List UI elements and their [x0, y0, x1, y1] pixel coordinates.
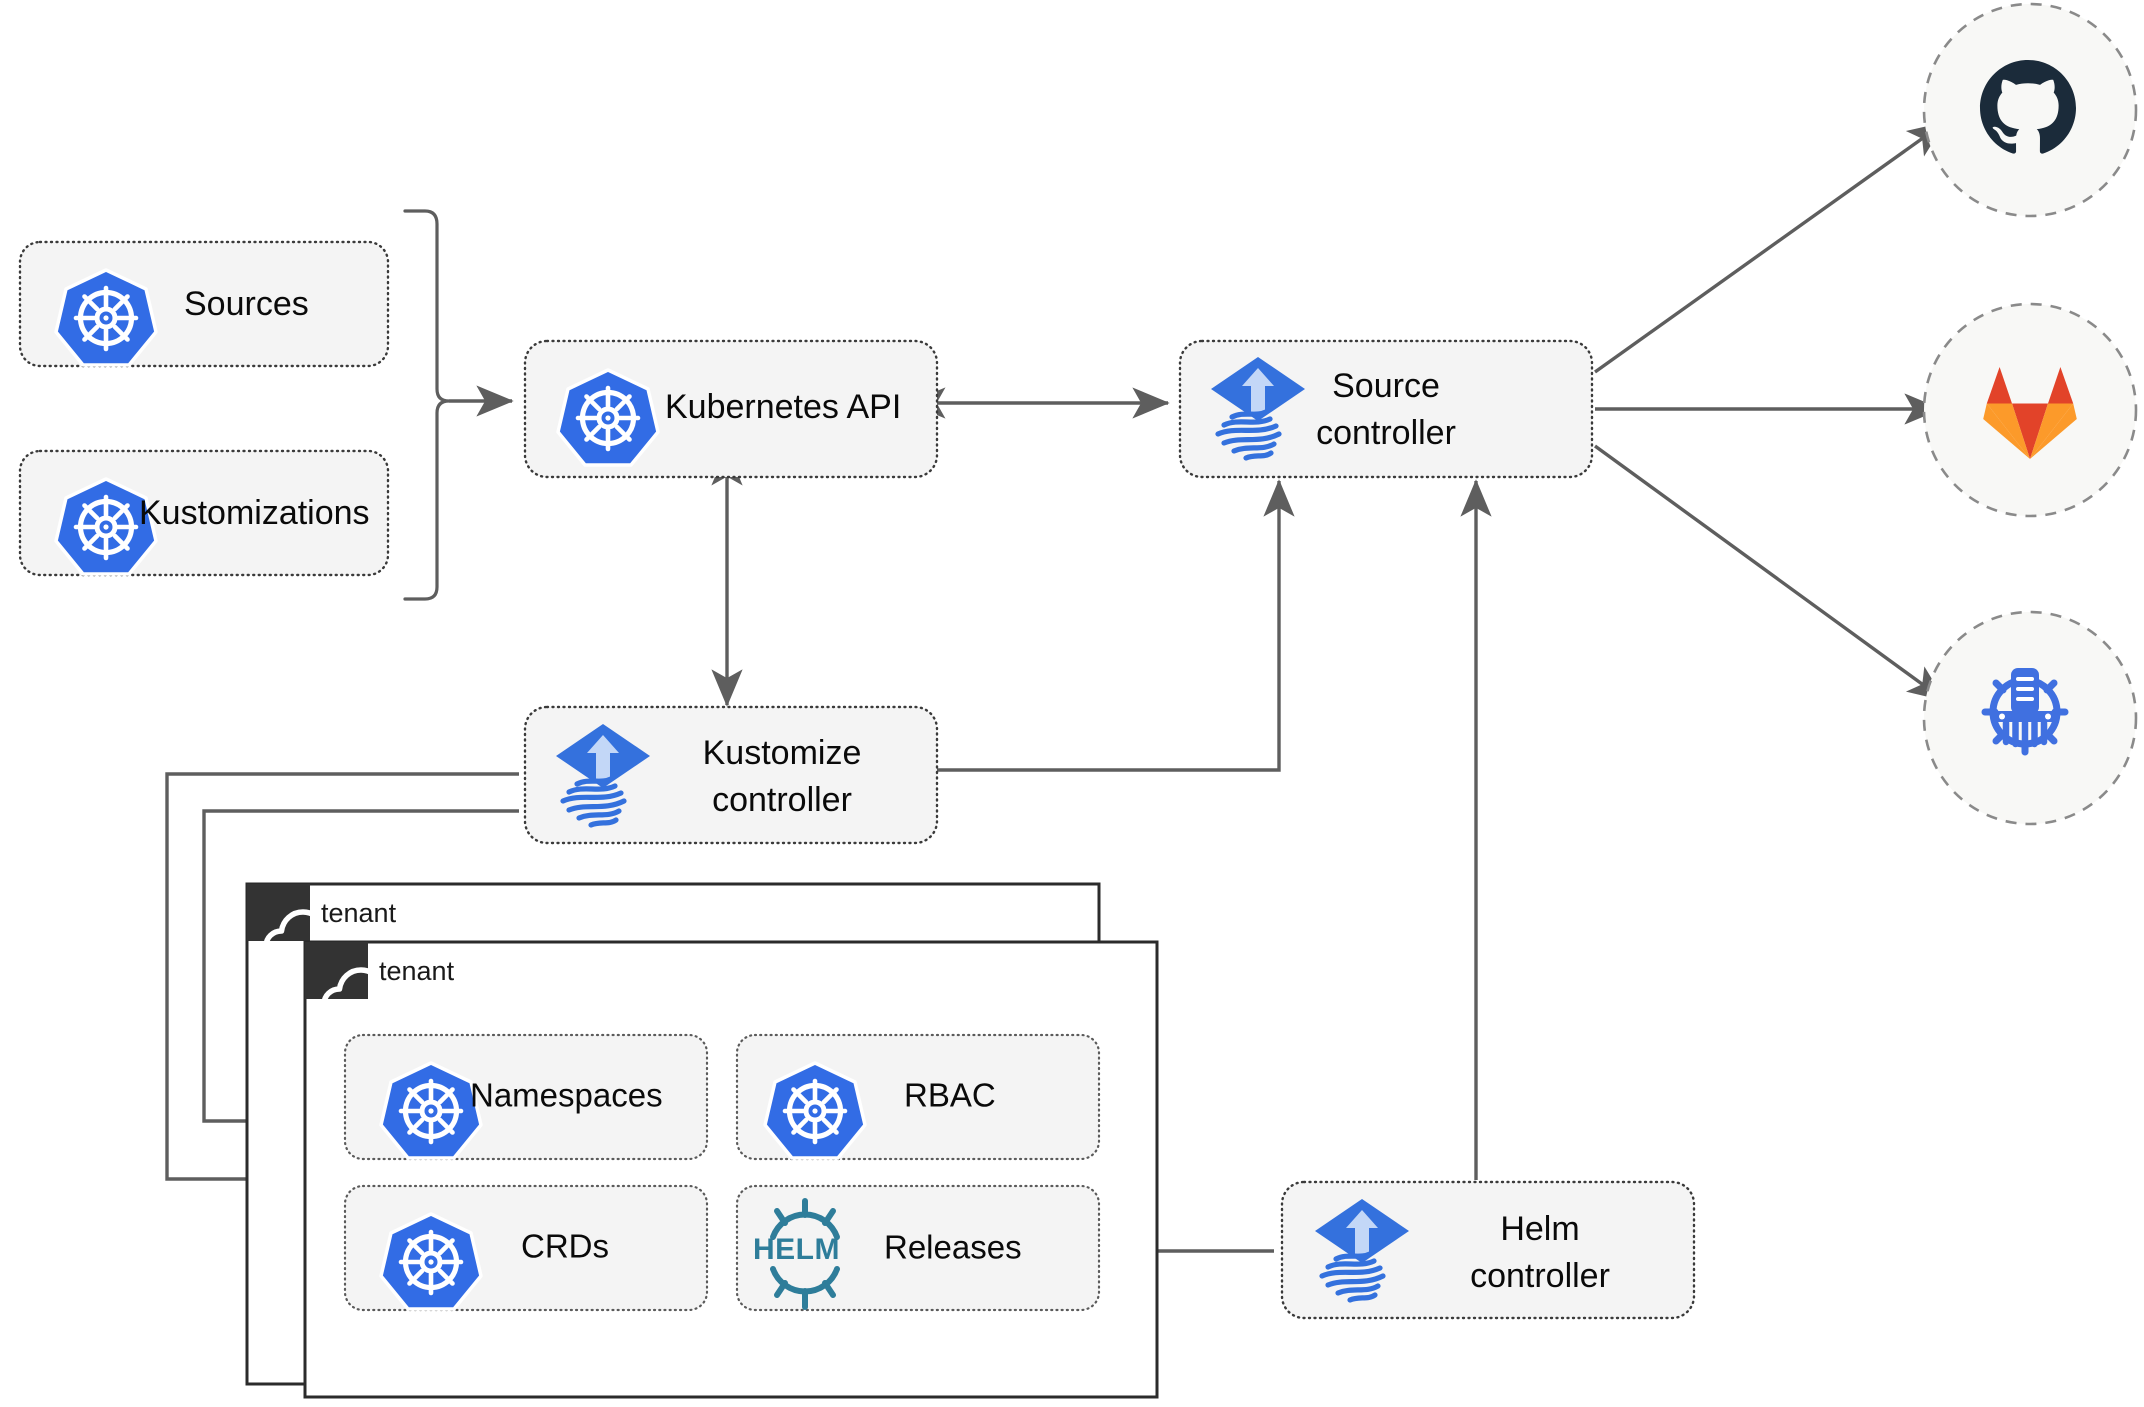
edge-source-to-github — [1594, 121, 1946, 374]
helm-repository-icon — [1985, 668, 2065, 752]
node-label-kustomize-controller-line2: controller — [712, 781, 852, 819]
tenant-container-front[interactable]: tenant — [303, 940, 1159, 1399]
edge-kustomize-to-source-controller — [937, 479, 1295, 772]
helm-wordmark: HELM — [753, 1233, 840, 1266]
tenant-resource-label: RBAC — [904, 1077, 996, 1114]
tenant-resource-label: Releases — [884, 1229, 1022, 1266]
node-helm-controller[interactable]: Helm controller — [1280, 1180, 1696, 1320]
tenant-resource-rbac[interactable]: RBAC — [735, 1033, 1101, 1159]
tenant-label-back: tenant — [321, 898, 397, 928]
tenant-resource-label: CRDs — [521, 1228, 609, 1265]
tenant-label-front: tenant — [379, 956, 455, 986]
edge-source-to-helm-repository — [1593, 444, 1946, 702]
tenant-resource-namespaces[interactable]: Namespaces — [343, 1033, 709, 1159]
tenant-resource-releases[interactable]: HELM Releases — [735, 1184, 1101, 1312]
node-label-source-controller-line1: Source — [1332, 367, 1440, 405]
resource-label-sources: Sources — [184, 285, 309, 323]
sources-bracket — [403, 209, 450, 601]
provider-github[interactable] — [1922, 2, 2138, 218]
node-source-controller[interactable]: Source controller — [1178, 339, 1594, 479]
node-label-helm-controller-line1: Helm — [1500, 1210, 1579, 1248]
tenant-resource-label: Namespaces — [470, 1077, 663, 1114]
resource-kustomizations[interactable]: Kustomizations — [18, 449, 390, 575]
edge-kustomize-to-tenant-back — [165, 772, 519, 1195]
node-label-helm-controller-line2: controller — [1470, 1257, 1610, 1295]
tenant-resource-crds[interactable]: CRDs — [343, 1184, 709, 1310]
node-label-kubernetes-api: Kubernetes API — [665, 388, 901, 426]
resource-sources[interactable]: Sources — [18, 240, 390, 366]
node-kustomize-controller[interactable]: Kustomize controller — [523, 705, 939, 845]
provider-helm-repository[interactable] — [1922, 610, 2138, 826]
provider-gitlab[interactable] — [1922, 302, 2138, 518]
resource-label-kustomizations: Kustomizations — [139, 494, 370, 532]
node-label-kustomize-controller-line1: Kustomize — [703, 734, 862, 772]
node-label-source-controller-line2: controller — [1316, 414, 1456, 452]
node-kubernetes-api[interactable]: Kubernetes API — [523, 339, 939, 479]
